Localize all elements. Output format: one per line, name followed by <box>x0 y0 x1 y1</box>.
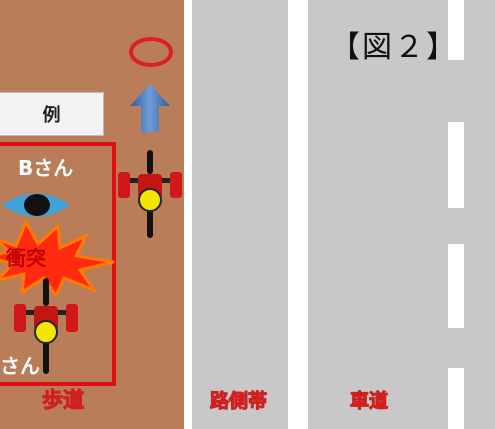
divider <box>184 0 192 429</box>
roadway-area <box>308 0 495 429</box>
collision-burst-icon <box>0 218 115 296</box>
roadway-label: 車道 <box>349 390 389 413</box>
collision-label: 衝突 <box>6 246 46 270</box>
example-frame <box>0 142 116 386</box>
person-b-label: Bさん <box>18 156 74 180</box>
bicycle-icon <box>14 278 78 374</box>
figure-label: 【図２】 <box>330 30 458 65</box>
circle-ok-icon <box>129 37 173 67</box>
lane-marking <box>448 0 464 60</box>
lane-marking <box>448 244 464 328</box>
up-arrow-icon <box>130 84 170 132</box>
person-a-label: さん <box>0 354 40 378</box>
bicycle-icon <box>118 150 182 238</box>
eye-icon <box>2 193 70 217</box>
divider <box>288 0 308 429</box>
sidewalk-label: 歩道 <box>42 388 85 413</box>
lane-marking <box>448 122 464 208</box>
example-label: 例 <box>0 92 104 136</box>
shoulder-area <box>192 0 288 429</box>
shoulder-label: 路側帯 <box>209 390 268 413</box>
lane-marking <box>448 368 464 429</box>
